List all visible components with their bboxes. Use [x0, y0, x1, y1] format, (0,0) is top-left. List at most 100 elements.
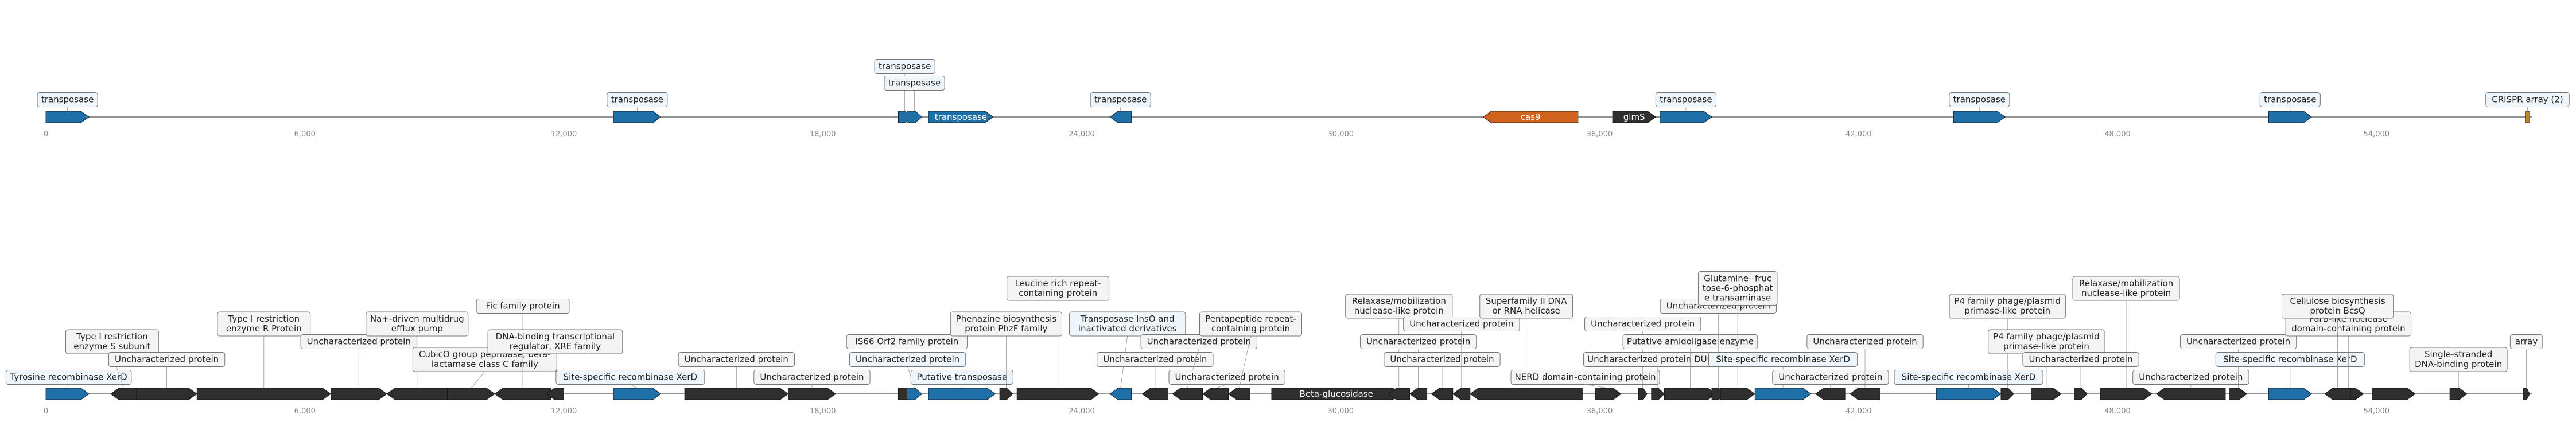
track-2-feature-48-label: Single-stranded: [2425, 349, 2492, 360]
track-2-feature-31[interactable]: [1664, 388, 1717, 400]
track-2-feature-29[interactable]: [1638, 388, 1648, 400]
track-1-feature-6[interactable]: [1482, 111, 1579, 123]
track-2-feature-42[interactable]: [2155, 388, 2226, 400]
track-1-feature-5[interactable]: [1109, 111, 1132, 123]
track-2-feature-18[interactable]: [1141, 388, 1168, 400]
track-2-feature-31-label: Putative amidoligase enzyme: [1627, 337, 1754, 347]
track-2-feature-5[interactable]: [386, 388, 448, 400]
track-2-feature-23[interactable]: [1388, 388, 1410, 400]
track-2-feature-9[interactable]: [613, 388, 662, 400]
track-2-feature-39[interactable]: [2031, 388, 2062, 400]
track-2-feature-49[interactable]: [2523, 388, 2530, 400]
track-2-feature-27[interactable]: [1470, 388, 1583, 400]
track-2-feature-30[interactable]: [1651, 388, 1665, 400]
track-2-feature-2[interactable]: [136, 388, 197, 400]
track-2-feature-33-label: tose-6-phosphat: [1703, 283, 1773, 294]
track-2-feature-36[interactable]: [1850, 388, 1880, 400]
track-2-feature-46[interactable]: [2324, 388, 2351, 400]
track-2-feature-4-label: Uncharacterized protein: [307, 337, 411, 347]
track-2-feature-44-label: Site-specific recombinase XerD: [2223, 354, 2357, 365]
track-2-feature-41[interactable]: [2100, 388, 2153, 400]
track-2-feature-7[interactable]: [494, 388, 551, 400]
track-2-feature-39-label: P4 family phage/plasmid: [1993, 331, 2099, 342]
track-2-feature-19[interactable]: [1172, 388, 1203, 400]
track-2-feature-13[interactable]: [907, 388, 923, 400]
track-2-feature-40[interactable]: [2074, 388, 2088, 400]
track-2-feature-24-label: Uncharacterized protein: [1366, 337, 1470, 347]
track-2-feature-48[interactable]: [2449, 388, 2468, 400]
track-2-feature-19-label: Uncharacterized protein: [1147, 337, 1251, 347]
track-1-tick-label: 0: [44, 130, 48, 139]
track-2-feature-1-label: enzyme S subunit: [73, 341, 150, 351]
track-2-feature-8-label: regulator, XRE family: [510, 341, 601, 351]
track-2-feature-28-label: NERD domain-containing protein: [1515, 372, 1656, 382]
track-2-feature-6[interactable]: [447, 388, 495, 400]
track-2-feature-35[interactable]: [1815, 388, 1846, 400]
track-2-feature-25[interactable]: [1431, 388, 1454, 400]
track-2-feature-21[interactable]: [1228, 388, 1250, 400]
track-2-feature-23-label: nuclease-like protein: [1354, 306, 1444, 316]
track-1-tick-label: 54,000: [2364, 130, 2390, 139]
track-2-feature-10-label: Uncharacterized protein: [685, 354, 788, 365]
track-2-feature-24[interactable]: [1409, 388, 1428, 400]
track-2-tick-label: 54,000: [2364, 407, 2390, 416]
track-1-feature-4[interactable]: [928, 111, 994, 123]
track-1-feature-1-label: transposase: [611, 95, 663, 105]
track-2-feature-44[interactable]: [2268, 388, 2313, 400]
track-2-feature-46-label: protein BcsQ: [2310, 306, 2365, 316]
track-2-tick-label: 24,000: [1069, 407, 1095, 416]
track-2-feature-4[interactable]: [330, 388, 387, 400]
track-2-feature-3[interactable]: [196, 388, 332, 400]
track-2-feature-8[interactable]: [546, 388, 564, 400]
track-2-feature-26[interactable]: [1452, 388, 1471, 400]
track-1-feature-1[interactable]: [613, 111, 662, 123]
track-2-feature-28[interactable]: [1595, 388, 1622, 400]
track-2-feature-14[interactable]: [928, 388, 996, 400]
track-2-feature-45-label: domain-containing protein: [2291, 323, 2406, 334]
track-2-feature-21-label: containing protein: [1211, 323, 1290, 334]
track-2-feature-5-label: efflux pump: [391, 323, 443, 334]
track-2-feature-1[interactable]: [110, 388, 137, 400]
track-2-feature-17-label: inactivated derivatives: [1078, 323, 1177, 334]
track-1-feature-3[interactable]: [907, 111, 923, 123]
track-2-feature-38[interactable]: [2000, 388, 2015, 400]
track-2-feature-27-label: or RNA helicase: [1492, 306, 1560, 316]
track-2-feature-43[interactable]: [2229, 388, 2248, 400]
track-1-feature-8[interactable]: [1660, 111, 1712, 123]
track-2-feature-20[interactable]: [1202, 388, 1229, 400]
track-2-feature-11[interactable]: [788, 388, 837, 400]
track-2-feature-8-label: DNA-binding transcriptional: [496, 331, 615, 342]
track-2-feature-0[interactable]: [45, 388, 90, 400]
track-2-feature-47[interactable]: [2372, 388, 2416, 400]
track-2-feature-17[interactable]: [1109, 388, 1132, 400]
track-1-feature-10[interactable]: [2268, 111, 2313, 123]
track-2-feature-15[interactable]: [999, 388, 1013, 400]
track-2-tick-label: 36,000: [1587, 407, 1613, 416]
track-1-feature-9[interactable]: [1953, 111, 2006, 123]
track-1-feature-7[interactable]: [1612, 111, 1656, 123]
track-2-feature-21-leader: [1239, 335, 1251, 389]
track-1-tick-label: 12,000: [551, 130, 577, 139]
track-2-feature-16[interactable]: [1016, 388, 1099, 400]
track-2-feature-33[interactable]: [1720, 388, 1755, 400]
track-2-feature-41-label: nuclease-like protein: [2081, 288, 2171, 298]
track-2-feature-14-label: Putative transposase: [916, 372, 1007, 382]
track-2-tick-label: 18,000: [810, 407, 836, 416]
track-2-feature-26-label: Uncharacterized protein: [1409, 319, 1513, 329]
track-2-feature-30-label: Uncharacterized protein DUF960: [1587, 354, 1728, 365]
track-2-feature-49-label: array: [2515, 337, 2538, 347]
track-2-feature-6-leader: [471, 371, 485, 389]
track-2-feature-3-label: Type I restriction: [228, 314, 300, 324]
track-2-tick-label: 6,000: [294, 407, 316, 416]
track-1-feature-11[interactable]: [2525, 111, 2530, 123]
track-2-feature-10[interactable]: [684, 388, 789, 400]
track-1-feature-4-label: transposase: [935, 112, 987, 122]
track-1-feature-0[interactable]: [45, 111, 90, 123]
track-2-feature-15-label: protein PhzF family: [965, 323, 1047, 334]
track-2-feature-5-label: Na+-driven multidrug: [370, 314, 464, 324]
track-2-feature-37[interactable]: [1936, 388, 2002, 400]
track-1-tick-label: 30,000: [1328, 130, 1354, 139]
track-2-feature-34[interactable]: [1754, 388, 1812, 400]
track-2-tick-label: 12,000: [551, 407, 577, 416]
track-2-feature-23-label: Relaxase/mobilization: [1352, 296, 1446, 306]
